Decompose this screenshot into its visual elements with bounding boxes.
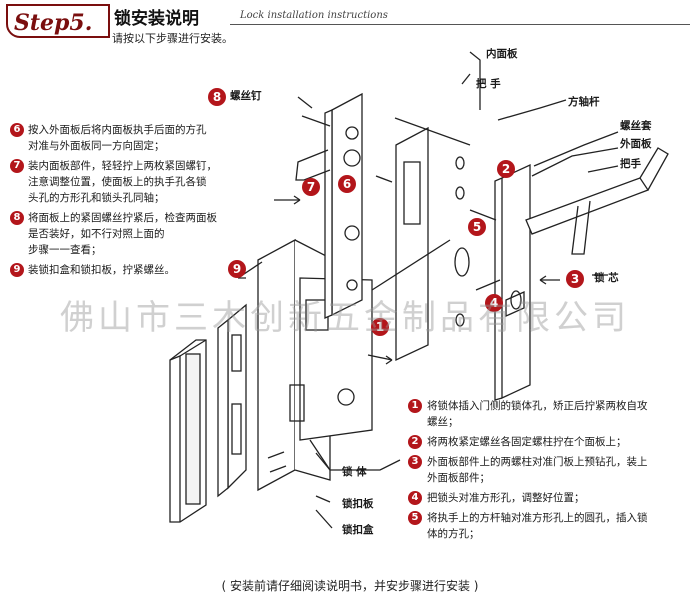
strike-plate-drawing xyxy=(217,303,247,498)
page-title: 锁安装说明 xyxy=(114,9,199,29)
strike-box-drawing xyxy=(169,339,207,523)
bottom-step-line: 体的方孔； xyxy=(427,528,480,540)
label-inner-panel: 内面板 xyxy=(486,48,518,60)
bottom-step-number: 2 xyxy=(408,435,422,449)
left-step-number: 6 xyxy=(10,123,24,137)
left-step-text: 将面板上的紧固螺丝拧紧后，检查两面板 是否装好，如不行对照上面的 步骤一一查看； xyxy=(28,210,217,258)
label-strike-plate: 锁扣板 xyxy=(342,498,374,510)
bottom-step-item: 1 将锁体插入门侧的锁体孔，矫正后拧紧两枚自攻 螺丝； xyxy=(408,398,692,430)
label-handle-top: 把 手 xyxy=(476,78,501,90)
left-step-line: 对准与外面板同一方向固定； xyxy=(28,140,165,152)
left-step-line: 头孔的方形孔和锁头孔同轴； xyxy=(28,192,165,204)
diagram-step-1: 1 xyxy=(371,318,389,336)
left-step-item: 8 将面板上的紧固螺丝拧紧后，检查两面板 是否装好，如不行对照上面的 步骤一一查… xyxy=(10,210,250,258)
left-step-line: 步骤一一查看； xyxy=(28,244,102,256)
left-step-item: 6 按入外面板后将内面板执手后面的方孔 对准与外面板同一方向固定； xyxy=(10,122,250,154)
label-screw-sleeve: 螺丝套 xyxy=(620,120,652,132)
step-badge: Step5. xyxy=(6,4,110,38)
bottom-step-line: 将锁体插入门侧的锁体孔，矫正后拧紧两枚自攻 xyxy=(427,400,648,412)
bottom-steps: 1 将锁体插入门侧的锁体孔，矫正后拧紧两枚自攻 螺丝； 2 将两枚紧定螺丝各固定… xyxy=(408,398,692,542)
footer-note: ( 安装前请仔细阅读说明书，并安步骤进行安装 ) xyxy=(221,579,479,593)
left-step-item: 7 装内面板部件，轻轻拧上两枚紧固螺钉， 注意调整位置，使面板上的执手孔各锁 头… xyxy=(10,158,250,206)
company-watermark: 佛山市三木创新五金制品有限公司 xyxy=(60,298,630,338)
bottom-step-item: 3 外面板部件上的两螺柱对准门板上预钻孔，装上 外面板部件； xyxy=(408,454,692,486)
page-subtitle: 请按以下步骤进行安装。 xyxy=(112,32,233,45)
bottom-step-number: 5 xyxy=(408,511,422,525)
left-step-number: 8 xyxy=(10,211,24,225)
left-step-line: 是否装好，如不行对照上面的 xyxy=(28,228,165,240)
bottom-step-text: 将执手上的方杆轴对准方形孔上的圆孔，插入锁 体的方孔； xyxy=(427,510,648,542)
left-step-line: 装内面板部件，轻轻拧上两枚紧固螺钉， xyxy=(28,160,217,172)
left-step-line: 按入外面板后将内面板执手后面的方孔 xyxy=(28,124,207,136)
bottom-step-line: 将两枚紧定螺丝各固定螺柱拧在个面板上； xyxy=(427,436,627,448)
left-step-text: 装内面板部件，轻轻拧上两枚紧固螺钉， 注意调整位置，使面板上的执手孔各锁 头孔的… xyxy=(28,158,217,206)
diagram-step-5: 5 xyxy=(468,218,486,236)
inner-panel-drawing xyxy=(295,92,363,319)
bottom-step-text: 外面板部件上的两螺柱对准门板上预钻孔，装上 外面板部件； xyxy=(427,454,648,486)
label-outer-panel: 外面板 xyxy=(620,138,652,150)
title-rule xyxy=(230,24,690,25)
bottom-step-line: 螺丝； xyxy=(427,416,459,428)
diagram-step-9: 9 xyxy=(228,260,246,278)
left-steps: 6 按入外面板后将内面板执手后面的方孔 对准与外面板同一方向固定； 7 装内面板… xyxy=(10,122,250,278)
lock-body-drawing xyxy=(257,238,401,492)
diagram-step-8: 8 xyxy=(208,88,226,106)
label-spindle: 方轴杆 xyxy=(568,96,600,108)
bottom-step-item: 4 把锁头对准方形孔，调整好位置； xyxy=(408,490,692,506)
label-strike-box: 锁扣盒 xyxy=(342,524,374,536)
bottom-step-line: 将执手上的方杆轴对准方形孔上的圆孔，插入锁 xyxy=(427,512,648,524)
label-handle-right: 把手 xyxy=(620,158,641,170)
diagram-step-7: 7 xyxy=(302,178,320,196)
bottom-step-text: 将两枚紧定螺丝各固定螺柱拧在个面板上； xyxy=(427,434,627,450)
bottom-step-line: 把锁头对准方形孔，调整好位置； xyxy=(427,492,585,504)
left-step-line: 将面板上的紧固螺丝拧紧后，检查两面板 xyxy=(28,212,217,224)
outer-panel-drawing xyxy=(494,147,669,401)
bottom-step-line: 外面板部件； xyxy=(427,472,490,484)
left-step-number: 9 xyxy=(10,263,24,277)
label-lock-body: 锁 体 xyxy=(342,466,367,478)
left-step-line: 注意调整位置，使面板上的执手孔各锁 xyxy=(28,176,207,188)
bottom-step-item: 5 将执手上的方杆轴对准方形孔上的圆孔，插入锁 体的方孔； xyxy=(408,510,692,542)
bottom-step-number: 1 xyxy=(408,399,422,413)
left-step-text: 按入外面板后将内面板执手后面的方孔 对准与外面板同一方向固定； xyxy=(28,122,207,154)
door-edge-drawing xyxy=(395,126,429,362)
bottom-step-item: 2 将两枚紧定螺丝各固定螺柱拧在个面板上； xyxy=(408,434,692,450)
label-lock-core: 锁 芯 xyxy=(594,272,619,284)
bottom-step-number: 4 xyxy=(408,491,422,505)
page-title-english: Lock installation instructions xyxy=(240,10,388,21)
left-step-line: 装锁扣盒和锁扣板，拧紧螺丝。 xyxy=(28,264,175,276)
bottom-step-line: 外面板部件上的两螺柱对准门板上预钻孔，装上 xyxy=(427,456,648,468)
diagram-step-4: 4 xyxy=(485,294,503,312)
diagram-step-6: 6 xyxy=(338,175,356,193)
bottom-step-number: 3 xyxy=(408,455,422,469)
bottom-step-text: 将锁体插入门侧的锁体孔，矫正后拧紧两枚自攻 螺丝； xyxy=(427,398,648,430)
left-step-text: 装锁扣盒和锁扣板，拧紧螺丝。 xyxy=(28,262,175,278)
left-step-item: 9 装锁扣盒和锁扣板，拧紧螺丝。 xyxy=(10,262,250,278)
diagram-step-3: 3 xyxy=(566,270,584,288)
label-screw-nail: 螺丝钉 xyxy=(230,90,262,102)
left-step-number: 7 xyxy=(10,159,24,173)
diagram-step-2: 2 xyxy=(497,160,515,178)
bottom-step-text: 把锁头对准方形孔，调整好位置； xyxy=(427,490,585,506)
